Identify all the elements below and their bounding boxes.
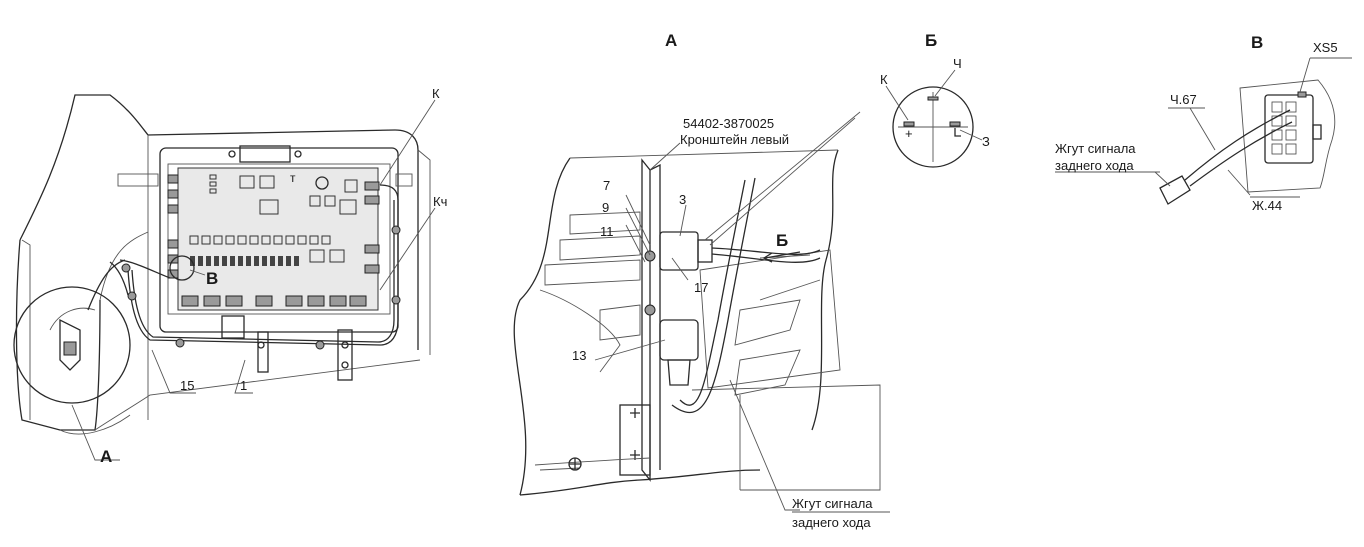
callout-7: 7: [603, 178, 610, 193]
callout-k: К: [432, 86, 440, 101]
view-b-arrow: [762, 251, 801, 263]
connector-label-xs5: XS5: [1313, 40, 1338, 55]
view-a-title: А: [665, 31, 677, 50]
pin-ch: Ч: [953, 56, 962, 71]
callout-15: 15: [180, 378, 194, 393]
callout-17: 17: [694, 280, 708, 295]
relay-row: [167, 174, 179, 279]
view-b-title: Б: [925, 31, 937, 50]
arrow-b-label: Б: [776, 231, 788, 250]
fuse-row: [189, 235, 331, 245]
wire-zh44: Ж.44: [1252, 198, 1282, 213]
svg-text:т: т: [290, 171, 296, 185]
callout-3: 3: [679, 192, 686, 207]
callout-13: 13: [572, 348, 586, 363]
harness-label-a-1: Жгут сигнала: [792, 496, 873, 511]
harness-label-a-2: заднего хода: [792, 515, 871, 530]
plus-sign: +: [905, 126, 913, 141]
sensor-13: [659, 319, 699, 361]
callout-11: 11: [600, 224, 614, 239]
view-v: В XS5 Ч.67 Ж.44 Жгут сигнала заднего ход…: [1055, 33, 1352, 213]
connector-face: [892, 86, 974, 168]
part-number: 54402-3870025: [683, 116, 774, 131]
bracket-plate: [619, 404, 651, 476]
callout-kch: Кч: [433, 194, 447, 209]
pin-z: З: [982, 134, 990, 149]
lamp-housing-circle: [13, 286, 131, 404]
view-a-reference: А: [100, 447, 112, 466]
detail-b-circle: [169, 255, 195, 281]
callout-1: 1: [240, 378, 247, 393]
bracket-name: Кронштейн левый: [680, 132, 789, 147]
view-v-title: В: [1251, 33, 1263, 52]
view-b: Б + К Ч З: [880, 31, 990, 168]
connector-row: [181, 295, 367, 307]
connector-17: [659, 231, 699, 271]
pin-k: К: [880, 72, 888, 87]
harness-label-v-2: заднего хода: [1055, 158, 1134, 173]
harness-label-v-1: Жгут сигнала: [1055, 141, 1136, 156]
callout-b-detail: В: [206, 269, 218, 288]
main-view: т К Кч В 15: [13, 86, 447, 466]
wire-ch67: Ч.67: [1170, 92, 1197, 107]
view-a: А 54402-3870025 Кронштейн левый 7 9 11 3…: [513, 31, 890, 530]
callout-9: 9: [602, 200, 609, 215]
